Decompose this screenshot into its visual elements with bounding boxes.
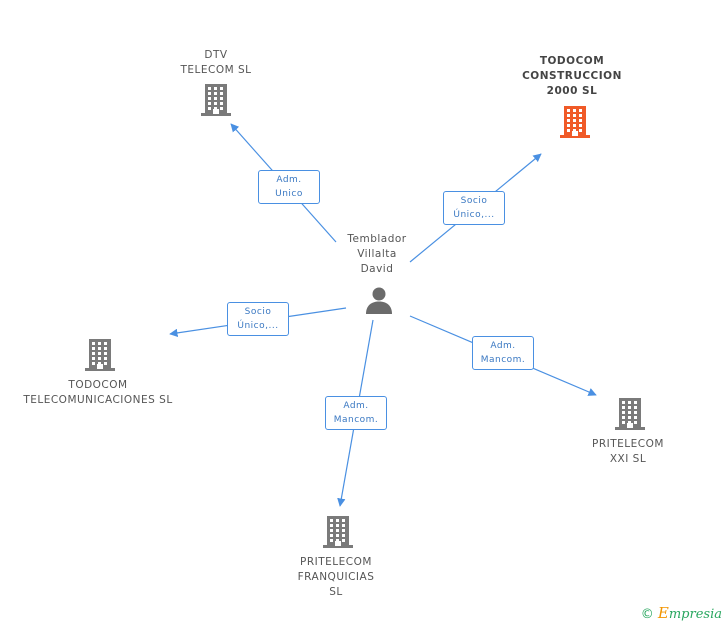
building-icon-todocom-telecom-wrap[interactable] bbox=[84, 338, 116, 376]
building-icon-pritelecom-xxi bbox=[615, 398, 645, 430]
empresia-brand: © Empresia bbox=[641, 604, 722, 622]
building-icon-pritelecom-franquicias bbox=[323, 516, 353, 548]
company-label-pritelecom-xxi[interactable]: PRITELECOM XXI SL bbox=[592, 438, 664, 465]
relation-label-pritelecom-franquicias[interactable]: Adm. Mancom. bbox=[325, 396, 387, 430]
copyright-symbol: © bbox=[640, 607, 654, 622]
building-icon-pritelecom-franquicias-wrap[interactable] bbox=[322, 515, 354, 553]
person-name-label[interactable]: Temblador Villalta David bbox=[347, 233, 407, 275]
company-label-todocom-construccion[interactable]: TODOCOM CONSTRUCCION 2000 SL bbox=[522, 55, 622, 97]
company-label-pritelecom-franquicias[interactable]: PRITELECOM FRANQUICIAS SL bbox=[297, 556, 375, 598]
building-icon-dtv bbox=[201, 84, 231, 116]
brand-logo-text: mpresia bbox=[668, 607, 722, 622]
building-icon-todocom-telecom bbox=[85, 339, 115, 371]
relation-label-todocom-construccion[interactable]: Socio Único,... bbox=[443, 191, 505, 225]
company-label-todocom-telecom[interactable]: TODOCOM TELECOMUNICACIONES SL bbox=[23, 379, 173, 406]
person-icon-wrap[interactable] bbox=[364, 285, 394, 319]
building-icon-pritelecom-xxi-wrap[interactable] bbox=[614, 397, 646, 435]
relation-label-todocom-telecom[interactable]: Socio Único,... bbox=[227, 302, 289, 336]
building-icon-todocom-construccion bbox=[560, 106, 590, 138]
company-label-dtv[interactable]: DTV TELECOM SL bbox=[180, 49, 252, 76]
relation-label-pritelecom-xxi[interactable]: Adm. Mancom. bbox=[472, 336, 534, 370]
relation-label-dtv[interactable]: Adm. Unico bbox=[258, 170, 320, 204]
building-icon-dtv-wrap[interactable] bbox=[200, 83, 232, 121]
building-icon-todocom-construccion-wrap[interactable] bbox=[559, 105, 591, 143]
brand-logo-letter: E bbox=[657, 604, 669, 622]
person-icon bbox=[366, 287, 392, 314]
